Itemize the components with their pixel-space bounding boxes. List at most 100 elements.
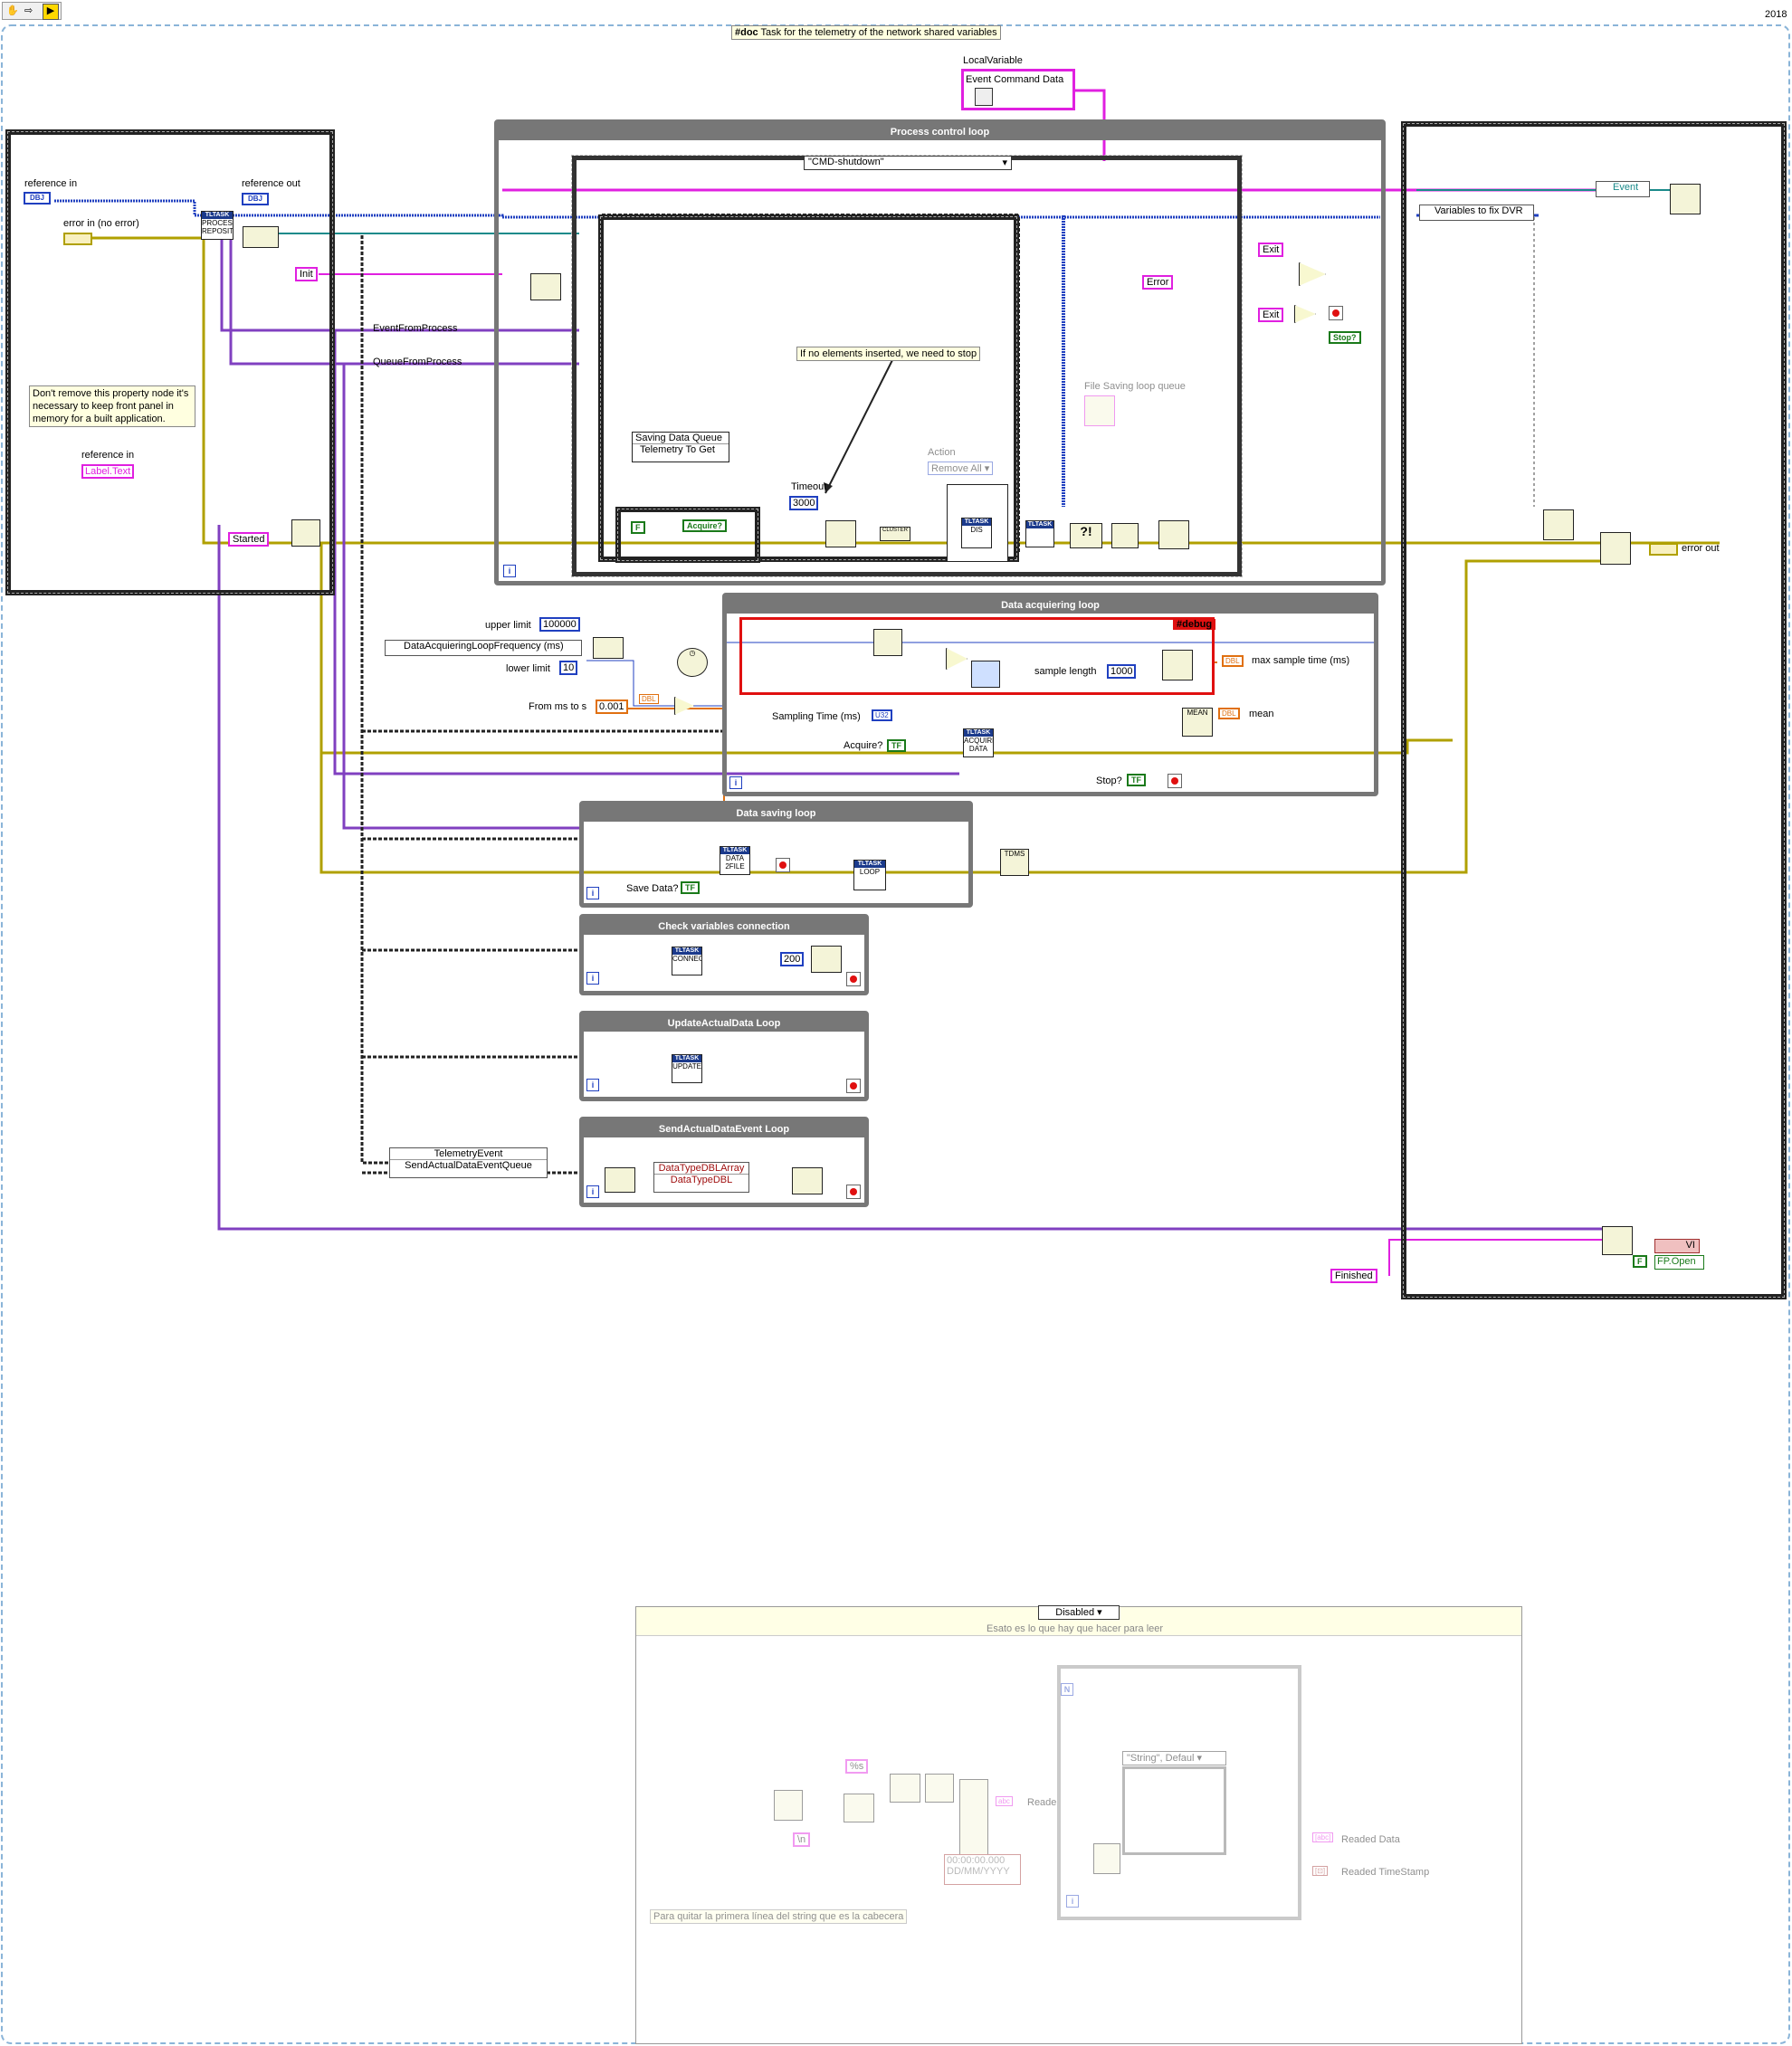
process-stop-icon[interactable] xyxy=(1329,306,1343,320)
check-wait-node[interactable] xyxy=(811,946,842,973)
run-icon[interactable]: ▶ xyxy=(43,4,59,20)
lower-limit-constant[interactable]: 10 xyxy=(559,661,578,675)
to-double-node[interactable]: DBL xyxy=(639,694,659,704)
ring-buffer-node[interactable] xyxy=(971,661,1000,688)
reader-indicator[interactable]: abc xyxy=(996,1796,1013,1806)
dequeue-node[interactable] xyxy=(825,520,856,547)
stop-local[interactable]: Stop? xyxy=(1329,331,1361,344)
mean-node[interactable]: MEAN xyxy=(1182,708,1213,737)
newline-constant[interactable]: \n xyxy=(793,1832,811,1847)
error-out-indicator[interactable] xyxy=(1649,543,1678,556)
from-ms-constant[interactable]: 0.001 xyxy=(596,699,628,714)
reference-out-indicator[interactable]: DBJ xyxy=(242,193,269,205)
error-string-constant[interactable]: Error xyxy=(1142,275,1174,290)
readed-timestamp-indicator[interactable]: [⊡] xyxy=(1312,1866,1329,1876)
timestamp-constant[interactable]: 00:00:00.000 DD/MM/YYYY xyxy=(944,1854,1021,1885)
hand-icon[interactable]: ✋ xyxy=(6,5,19,16)
acquire-indicator[interactable]: TF xyxy=(887,739,906,752)
tdms-close-node[interactable]: TDMS xyxy=(1000,849,1029,876)
save-data-indicator[interactable]: TF xyxy=(681,881,700,894)
array-subset-node[interactable] xyxy=(925,1774,954,1803)
arrow-icon[interactable]: ⇨ xyxy=(24,5,33,16)
wait-ms-icon[interactable]: ◷ xyxy=(677,648,708,677)
acq-stop-indicator[interactable]: TF xyxy=(1127,774,1146,786)
saving-data-queue-item: Saving Data Queue xyxy=(633,433,729,444)
cluster-node[interactable]: CLUSTER xyxy=(880,527,910,541)
error-check-node[interactable]: ?! xyxy=(1070,523,1102,548)
saving-stop-icon[interactable] xyxy=(776,858,790,872)
error-in-control[interactable] xyxy=(63,233,92,245)
bundle-by-name-node[interactable]: Saving Data Queue Telemetry To Get xyxy=(632,432,729,462)
frequency-unbundle[interactable]: DataAcquieringLoopFrequency (ms) xyxy=(385,640,582,656)
update-stop-icon[interactable] xyxy=(846,1079,861,1093)
exit-constant-1[interactable]: Exit xyxy=(1258,243,1284,257)
check-connection-node[interactable]: TLTASKCONNECT xyxy=(672,947,702,975)
event-from-process-label: EventFromProcess xyxy=(373,323,458,334)
process-repository-node[interactable]: TLTASKPROCESS REPOSITORY xyxy=(201,211,234,240)
max-sample-indicator[interactable]: DBL xyxy=(1222,655,1244,667)
disabled-string-constant[interactable]: %s xyxy=(845,1759,869,1774)
case-selector-arrow-icon[interactable]: ▾ xyxy=(1002,157,1007,168)
mean-indicator[interactable]: DBL xyxy=(1218,708,1240,719)
acq-stop-icon[interactable] xyxy=(1168,774,1182,788)
scan-value-node[interactable] xyxy=(1093,1843,1120,1874)
readed-timestamp-label: Readed TimeStamp xyxy=(1341,1867,1430,1878)
unregister-event-node[interactable] xyxy=(1670,184,1701,214)
obtain-queue-node[interactable] xyxy=(530,273,561,300)
generate-event-node[interactable] xyxy=(792,1167,823,1194)
property-node[interactable] xyxy=(243,226,279,248)
check-wait-constant[interactable]: 200 xyxy=(780,952,805,966)
event-unbundle[interactable]: Event xyxy=(1596,181,1650,197)
send-stop-icon[interactable] xyxy=(846,1185,861,1199)
fp-open-property[interactable]: FP.Open xyxy=(1654,1255,1704,1270)
enqueue-node-1[interactable] xyxy=(1158,520,1189,549)
read-file-node[interactable] xyxy=(774,1790,803,1821)
tltask-node-1[interactable]: TLTASK xyxy=(1025,520,1054,547)
false-constant[interactable]: F xyxy=(631,521,645,534)
label-text-property[interactable]: Label.Text xyxy=(81,464,135,479)
array-node[interactable] xyxy=(1162,650,1193,680)
delete-dvr-node[interactable] xyxy=(1543,509,1574,540)
vi-reference-node[interactable]: VI xyxy=(1654,1239,1700,1253)
variant-unbundle[interactable]: DataTypeDBLArray DataTypeDBL xyxy=(653,1162,749,1193)
timeout-constant[interactable]: 3000 xyxy=(789,496,819,510)
fp-false-constant[interactable]: F xyxy=(1633,1255,1647,1268)
sample-length-constant[interactable]: 1000 xyxy=(1107,664,1137,679)
debug-disable-structure xyxy=(739,617,1215,695)
disabled-selector[interactable]: Disabled ▾ xyxy=(1038,1605,1120,1620)
in-range-node[interactable] xyxy=(593,637,624,659)
readed-data-indicator[interactable]: [abc] xyxy=(1312,1832,1334,1842)
sampling-time-indicator[interactable]: U32 xyxy=(872,709,892,721)
send-unbundle[interactable]: TelemetryEvent SendActualDataEventQueue xyxy=(389,1147,548,1178)
release-queue-node[interactable] xyxy=(1111,523,1139,548)
reference-in-control[interactable]: DBJ xyxy=(24,192,51,205)
send-loop-title: SendActualDataEvent Loop xyxy=(584,1121,864,1137)
started-constant[interactable]: Started xyxy=(228,532,270,547)
merge-errors-node[interactable] xyxy=(1600,532,1631,565)
exit-constant-2[interactable]: Exit xyxy=(1258,308,1284,322)
init-constant[interactable]: Init xyxy=(295,267,318,281)
finished-constant[interactable]: Finished xyxy=(1330,1269,1377,1283)
send-dequeue-node[interactable] xyxy=(605,1167,635,1193)
enqueue-finished-node[interactable] xyxy=(1602,1226,1633,1255)
tick-count-node[interactable] xyxy=(873,629,902,656)
split-string-node[interactable] xyxy=(844,1794,874,1822)
scan-node[interactable] xyxy=(890,1774,920,1803)
local-variable-node[interactable]: Event Command Data xyxy=(961,69,1075,110)
case-selector[interactable]: "CMD-shutdown" ▾ xyxy=(804,156,1012,170)
check-stop-icon[interactable] xyxy=(846,972,861,986)
file-saving-queue-node[interactable] xyxy=(1084,395,1115,426)
upper-limit-constant[interactable]: 100000 xyxy=(539,617,580,632)
acquire-local[interactable]: Acquire? xyxy=(682,519,728,532)
string-case-selector[interactable]: "String", Defaul ▾ xyxy=(1122,1751,1226,1765)
action-enum[interactable]: Remove All ▾ xyxy=(928,462,994,475)
local-variable-caption: LocalVariable xyxy=(963,55,1023,66)
enqueue-started-node[interactable] xyxy=(291,519,320,547)
dvr-unbundle[interactable]: Variables to fix DVR xyxy=(1419,205,1534,221)
index-array-node[interactable] xyxy=(959,1779,988,1855)
